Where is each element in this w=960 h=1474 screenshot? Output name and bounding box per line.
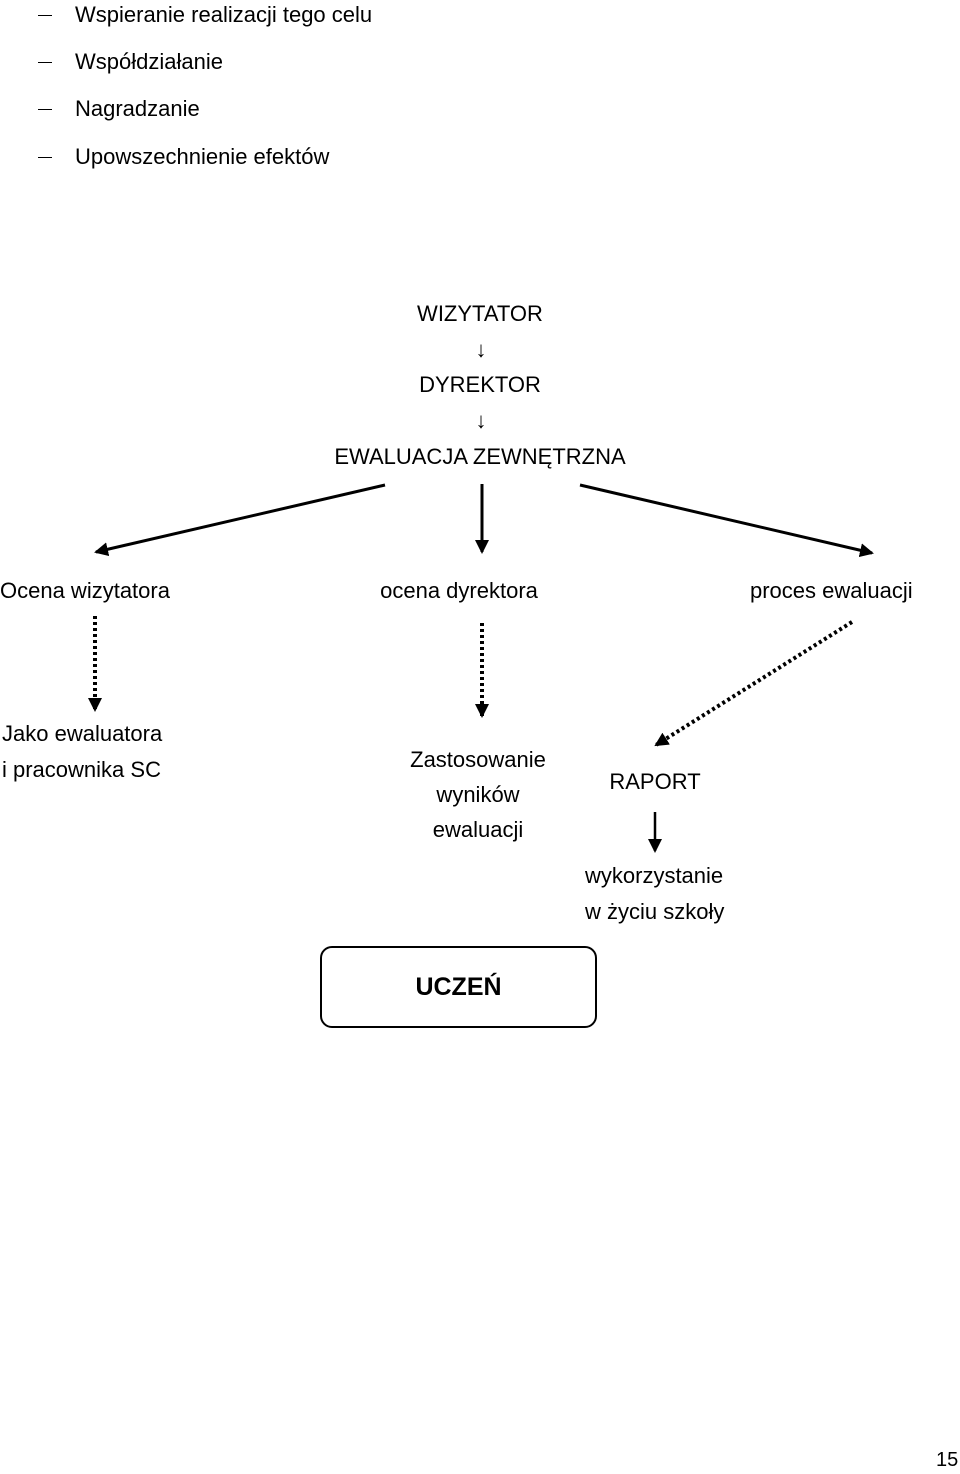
bullet-item: Upowszechnienie efektów (38, 142, 638, 172)
down-arrow-icon: ↓ (475, 337, 487, 362)
dotted-arrow-right (654, 620, 854, 747)
bullet-item: Współdziałanie (38, 47, 638, 77)
student-box: UCZEŃ (320, 946, 597, 1028)
raport-label: RAPORT (609, 769, 701, 794)
bullet-text: Wspieranie realizacji tego celu (75, 2, 373, 27)
dash-icon (38, 157, 52, 158)
down-arrow-icon: ↓ (475, 408, 487, 433)
student-box-label: UCZEŃ (415, 972, 502, 1001)
arrow-left-branch (94, 483, 386, 557)
bullet-text: Upowszechnienie efektów (75, 144, 330, 169)
arrow-right-branch (579, 483, 874, 558)
hierarchy-level1: WIZYTATOR (417, 301, 543, 326)
bullet-item: Wspieranie realizacji tego celu (38, 0, 638, 30)
dash-icon (38, 109, 52, 110)
bullet-text: Nagradzanie (75, 96, 200, 121)
outcome-left-line1: Jako ewaluatora (2, 721, 163, 746)
dash-icon (38, 15, 52, 16)
branch-middle-label: ocena dyrektora (380, 578, 538, 603)
usage-line2: w życiu szkoły (585, 899, 725, 924)
outcome-middle-line3: ewaluacji (432, 817, 524, 842)
branch-left-label: Ocena wizytatora (0, 578, 170, 603)
page-number: 15 (936, 1449, 959, 1471)
outcome-middle-line2: wyników (436, 782, 520, 807)
usage-line1: wykorzystanie (585, 863, 724, 888)
hierarchy-level2: DYREKTOR (419, 372, 541, 397)
hierarchy-level3: EWALUACJA ZEWNĘTRZNA (334, 444, 626, 469)
bullet-text: Współdziałanie (75, 49, 223, 74)
dash-icon (38, 62, 52, 63)
bullet-item: Nagradzanie (38, 94, 638, 124)
outcome-left-line2: i pracownika SC (2, 757, 161, 782)
outcome-middle-line1: Zastosowanie (410, 747, 546, 772)
branch-right-label: proces ewaluacji (750, 578, 913, 603)
